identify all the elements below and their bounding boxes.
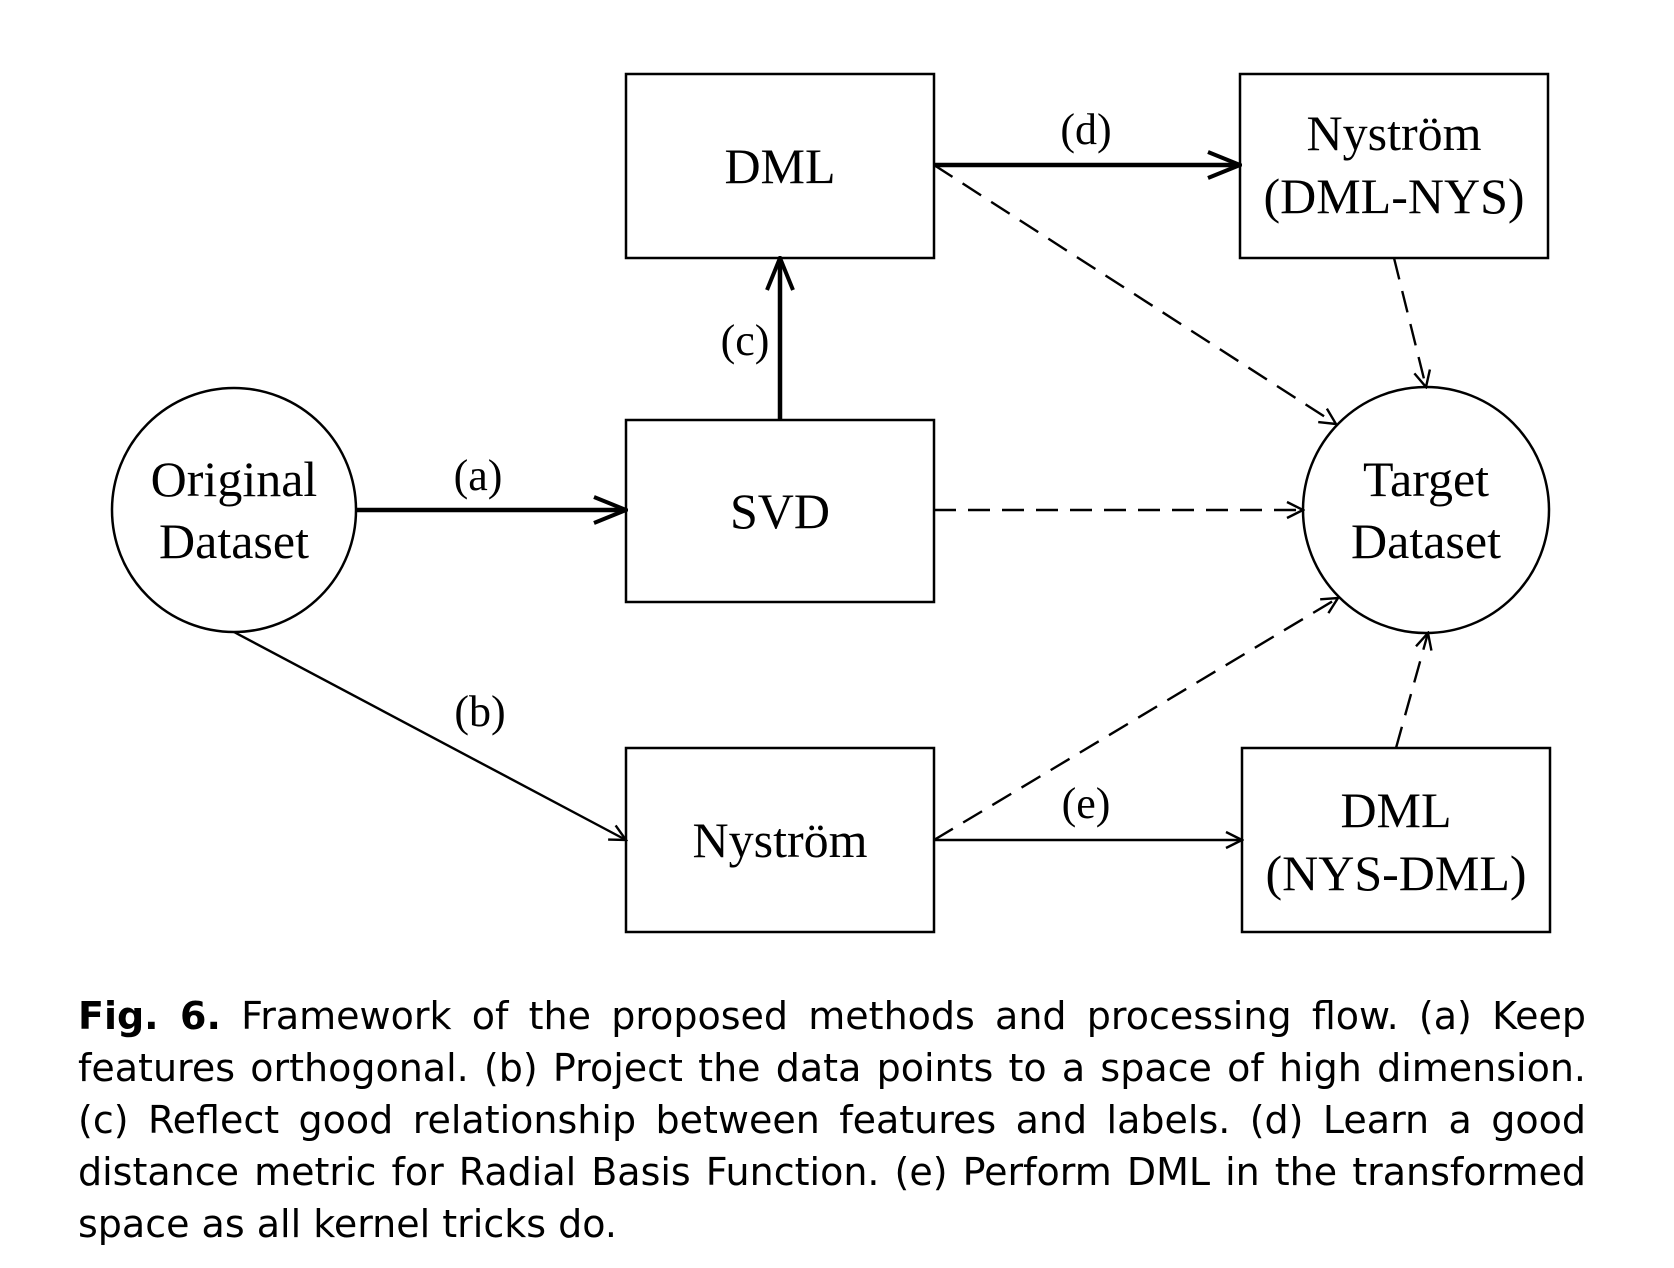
- node-target-dataset: Target Dataset: [1301, 385, 1551, 635]
- node-nystrom-bottom: Nyström: [624, 746, 936, 934]
- node-target-dataset-line-2: Dataset: [1351, 513, 1501, 569]
- edge-b-label: (b): [454, 687, 505, 736]
- node-dml-bottom-line-1: DML: [1340, 782, 1451, 838]
- node-nystrom-dml-nys: Nyström (DML-NYS): [1238, 72, 1550, 260]
- figure-caption: Fig. 6. Framework of the proposed method…: [78, 990, 1586, 1250]
- edge-e-label: (e): [1062, 779, 1111, 828]
- node-svd-label: SVD: [730, 483, 830, 539]
- caption-label: Fig. 6.: [78, 994, 221, 1038]
- dashed-edge-nystrom-bottom-to-target: [933, 598, 1338, 842]
- node-nystrom-bottom-label: Nyström: [693, 812, 868, 868]
- node-nystrom-top-line-2: (DML-NYS): [1263, 168, 1524, 224]
- framework-diagram: Original Dataset SVD DML Nyström (DML-NY…: [110, 72, 1552, 934]
- edge-b-arrow: [233, 630, 626, 840]
- caption-text: Framework of the proposed methods and pr…: [78, 994, 1586, 1246]
- node-svd: SVD: [624, 418, 936, 604]
- dashed-edge-nystrom-top-to-target: [1392, 257, 1426, 387]
- node-dml-top-label: DML: [724, 138, 835, 194]
- dashed-edge-dml-bottom-to-target: [1394, 633, 1428, 749]
- node-dml-nys-dml: DML (NYS-DML): [1240, 746, 1552, 934]
- node-original-dataset-line-2: Dataset: [159, 513, 309, 569]
- node-original-dataset-line-1: Original: [151, 451, 318, 507]
- dashed-edge-dml-to-target: [933, 163, 1336, 424]
- node-target-dataset-line-1: Target: [1363, 451, 1489, 507]
- edge-d-label: (d): [1060, 105, 1111, 154]
- edge-a-label: (a): [454, 451, 503, 500]
- node-dml-top: DML: [624, 72, 936, 260]
- node-dml-bottom-line-2: (NYS-DML): [1265, 845, 1526, 901]
- node-nystrom-top-line-1: Nyström: [1307, 105, 1482, 161]
- node-original-dataset: Original Dataset: [110, 386, 358, 634]
- edge-c-label: (c): [721, 316, 770, 365]
